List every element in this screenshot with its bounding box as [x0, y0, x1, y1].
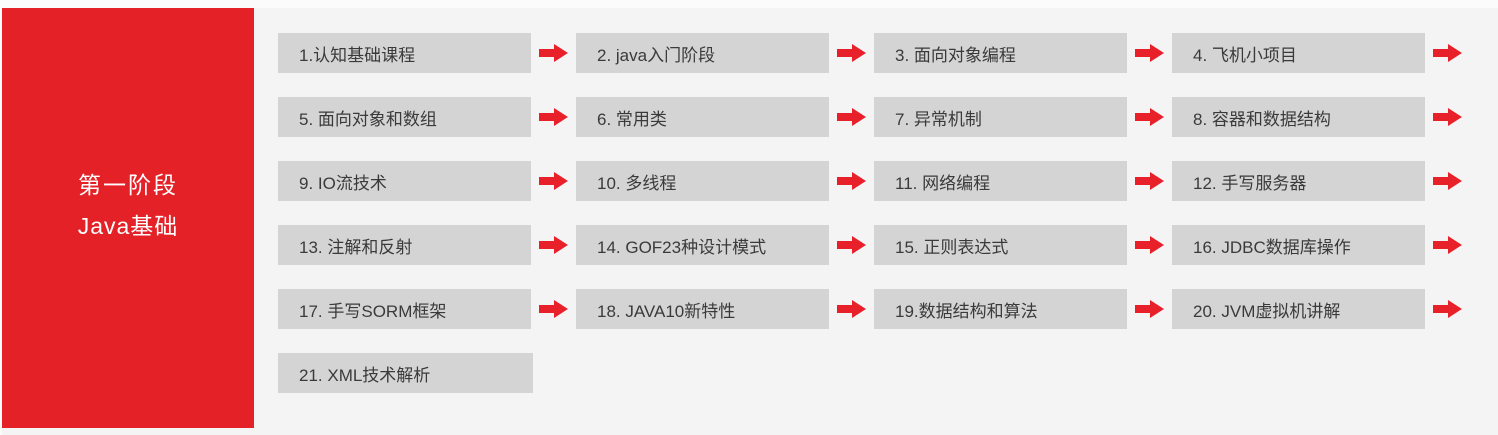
flow-step: 2. java入门阶段 — [576, 33, 829, 73]
flow-step-label: 5. 面向对象和数组 — [299, 109, 437, 129]
flow-step-label: 6. 常用类 — [597, 109, 667, 129]
arrow-right-icon — [837, 108, 866, 126]
flow-step-label: 9. IO流技术 — [299, 173, 387, 193]
arrow-right-icon — [1433, 172, 1462, 190]
flow-step-label: 18. JAVA10新特性 — [597, 301, 736, 321]
flow-step: 12. 手写服务器 — [1172, 161, 1425, 201]
flow-step-label: 17. 手写SORM框架 — [299, 301, 447, 321]
left-margin-strip — [0, 0, 2, 435]
stage-title-line2: Java基础 — [77, 213, 179, 239]
flow-row: 13. 注解和反射 14. GOF23种设计模式 15. 正则表达式 16. JDBC… — [278, 225, 1470, 265]
flow-step-label: 13. 注解和反射 — [299, 237, 413, 257]
flow-step: 3. 面向对象编程 — [874, 33, 1127, 73]
flow-row: 5. 面向对象和数组 6. 常用类 7. 异常机制 8. 容器和数据结构 — [278, 97, 1470, 137]
flow-step-label: 4. 飞机小项目 — [1193, 45, 1297, 65]
flow-step-label: 1.认知基础课程 — [299, 45, 416, 65]
flow-step: 5. 面向对象和数组 — [278, 97, 531, 137]
flow-step: 10. 多线程 — [576, 161, 829, 201]
flow-step: 18. JAVA10新特性 — [576, 289, 829, 329]
flow-step-label: 10. 多线程 — [597, 173, 677, 193]
flow-step-label: 19.数据结构和算法 — [895, 301, 1038, 321]
flow-step: 1.认知基础课程 — [278, 33, 531, 73]
flow-step: 21. XML技术解析 — [278, 353, 533, 393]
flow-step: 14. GOF23种设计模式 — [576, 225, 829, 265]
stage-title-line1: 第一阶段 — [78, 172, 178, 198]
flow-step: 7. 异常机制 — [874, 97, 1127, 137]
flow-step-label: 12. 手写服务器 — [1193, 173, 1307, 193]
arrow-right-icon — [837, 236, 866, 254]
flow-step: 11. 网络编程 — [874, 161, 1127, 201]
stage-sidebar: 第一阶段 Java基础 — [2, 8, 254, 428]
top-strip — [0, 0, 1498, 8]
flow-step: 13. 注解和反射 — [278, 225, 531, 265]
arrow-right-icon — [837, 172, 866, 190]
arrow-right-icon — [1135, 44, 1164, 62]
arrow-right-icon — [1135, 108, 1164, 126]
flow-step-label: 2. java入门阶段 — [597, 45, 716, 65]
arrow-right-icon — [539, 236, 568, 254]
flow-step: 16. JDBC数据库操作 — [1172, 225, 1425, 265]
flow-step-label: 3. 面向对象编程 — [895, 45, 1016, 65]
arrow-right-icon — [539, 108, 568, 126]
flow-step: 17. 手写SORM框架 — [278, 289, 531, 329]
flow-step: 19.数据结构和算法 — [874, 289, 1127, 329]
flow-step-label: 20. JVM虚拟机讲解 — [1193, 301, 1341, 321]
arrow-right-icon — [539, 44, 568, 62]
flow-step: 9. IO流技术 — [278, 161, 531, 201]
flow-step: 20. JVM虚拟机讲解 — [1172, 289, 1425, 329]
flow-step-label: 11. 网络编程 — [895, 173, 991, 193]
flow-row: 9. IO流技术 10. 多线程 11. 网络编程 12. 手写服务器 — [278, 161, 1470, 201]
flow-step-label: 16. JDBC数据库操作 — [1193, 237, 1351, 257]
flow-step-label: 21. XML技术解析 — [299, 365, 431, 385]
flow-step: 8. 容器和数据结构 — [1172, 97, 1425, 137]
arrow-right-icon — [539, 172, 568, 190]
arrow-right-icon — [1433, 300, 1462, 318]
arrow-right-icon — [1433, 44, 1462, 62]
arrow-right-icon — [1433, 236, 1462, 254]
flow-row: 1.认知基础课程 2. java入门阶段 3. 面向对象编程 4. 飞机小项目 — [278, 33, 1470, 73]
flow-step-label: 15. 正则表达式 — [895, 237, 1009, 257]
arrow-right-icon — [1135, 300, 1164, 318]
flow-grid: 1.认知基础课程 2. java入门阶段 3. 面向对象编程 4. 飞机小项目 5. 面… — [278, 33, 1470, 417]
arrow-right-icon — [539, 300, 568, 318]
flow-step-label: 14. GOF23种设计模式 — [597, 237, 767, 257]
flow-row: 21. XML技术解析 — [278, 353, 1470, 393]
flow-step: 6. 常用类 — [576, 97, 829, 137]
arrow-right-icon — [1433, 108, 1462, 126]
flow-step-label: 7. 异常机制 — [895, 109, 982, 129]
flow-step-label: 8. 容器和数据结构 — [1193, 109, 1331, 129]
flow-row: 17. 手写SORM框架 18. JAVA10新特性 19.数据结构和算法 20. J… — [278, 289, 1470, 329]
arrow-right-icon — [837, 44, 866, 62]
arrow-right-icon — [1135, 236, 1164, 254]
arrow-right-icon — [837, 300, 866, 318]
flow-step: 4. 飞机小项目 — [1172, 33, 1425, 73]
flow-step: 15. 正则表达式 — [874, 225, 1127, 265]
arrow-right-icon — [1135, 172, 1164, 190]
